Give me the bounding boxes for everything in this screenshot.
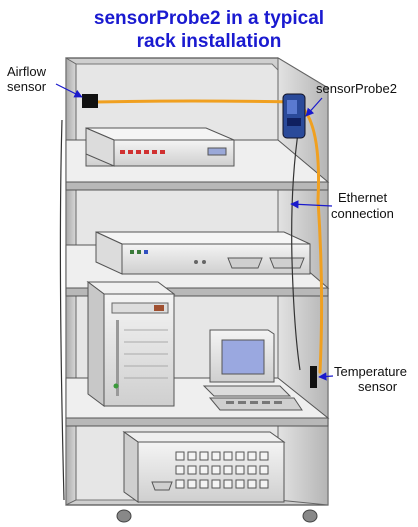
temperature-arrow (318, 372, 334, 381)
probe-arrow (305, 97, 323, 117)
diagram-title-line1: sensorProbe2 in a typical (93, 8, 325, 29)
patch-panel (122, 431, 286, 503)
rack-casters (116, 509, 318, 523)
airflow-arrow (55, 83, 83, 98)
sensorprobe2-label: sensorProbe2 (316, 81, 397, 96)
temperature-label-line1: Temperature (334, 364, 407, 379)
ethernet-label-line2: connection (331, 206, 394, 221)
sensor-cable (94, 99, 324, 374)
temperature-label-line2: sensor (358, 379, 398, 394)
ethernet-arrow (290, 200, 333, 209)
temperature-sensor-icon (310, 366, 317, 388)
network-device-top (85, 127, 235, 167)
ethernet-label-line1: Ethernet (338, 190, 388, 205)
network-device-middle (95, 231, 311, 275)
airflow-label-line2: sensor (7, 79, 47, 94)
sensorprobe2-device-icon (282, 93, 306, 139)
desktop-computer (202, 329, 303, 411)
airflow-label-line1: Airflow (7, 64, 47, 79)
diagram-title-line2: rack installation (136, 31, 282, 52)
airflow-sensor-icon (82, 94, 98, 108)
tower-server (86, 281, 176, 407)
ethernet-cable (291, 119, 301, 371)
